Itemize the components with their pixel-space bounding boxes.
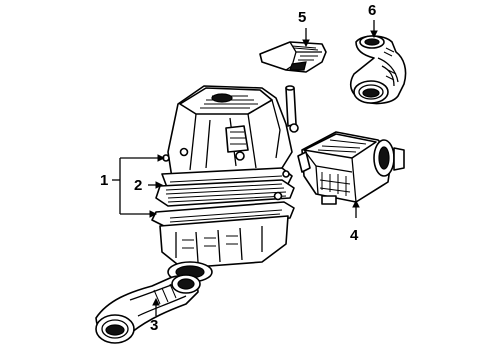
part-5-cover[interactable] [259, 41, 327, 73]
callout-3: 3 [150, 317, 158, 334]
leader-3 [152, 297, 160, 316]
part-6-elbow-hose[interactable] [349, 35, 407, 105]
callout-6: 6 [368, 2, 376, 19]
callout-4: 4 [350, 227, 359, 244]
leader-1 [112, 154, 166, 218]
leader-2 [148, 181, 164, 189]
callout-5: 5 [298, 9, 306, 26]
part-3-intake-duct[interactable] [95, 274, 201, 344]
leader-6 [370, 20, 378, 39]
part-4-air-flow-meter[interactable] [297, 131, 405, 205]
leader-4 [352, 199, 360, 218]
callout-2: 2 [134, 177, 142, 194]
leader-5 [302, 28, 310, 48]
part-1-air-cleaner-assembly[interactable] [151, 85, 299, 283]
callout-1: 1 [100, 172, 108, 189]
part-2-filter-element [155, 179, 295, 207]
